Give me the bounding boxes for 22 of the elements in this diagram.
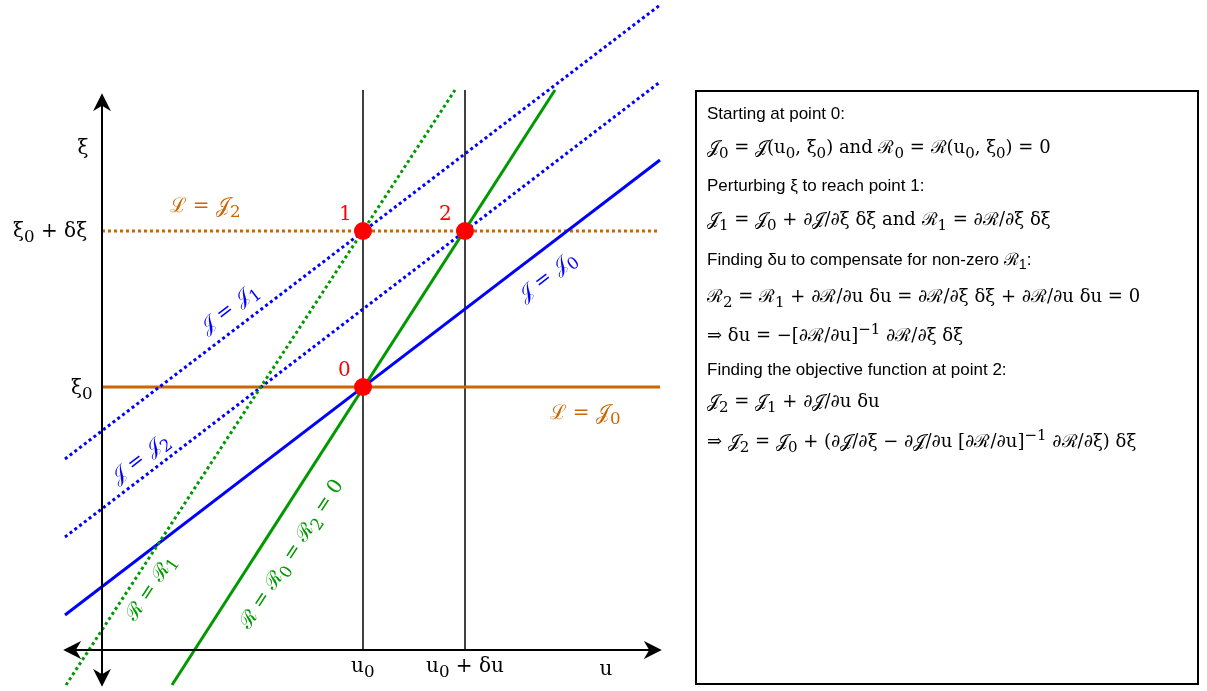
point-label: 2 [439,203,452,223]
heading-text: Finding the objective function at point 2: [707,360,1008,381]
line-label: ℒ = 𝒥$_{0}$ [549,402,621,428]
point-label: 1 [339,203,352,223]
heading-text: Perturbing ξ to reach point 1: [707,175,926,196]
tick-label: u$_{0}$ [351,655,375,681]
equation: 𝒥$_{0}$ = 𝒥(u$_{0}$, ξ$_{0}$) and ℛ$_{0}$ = ℛ(u$_{0}$, ξ$_{0}$) = 0 [707,135,1052,162]
tick-label: ξ$_{0}$ [71,377,93,403]
axis-label: u [599,658,613,678]
heading-text: Starting at point 0: [707,104,846,124]
axis-label: ξ [77,137,89,157]
equation: 𝒥$_{2}$ = 𝒥$_{1}$ + ∂𝒥/∂u δu [707,390,881,416]
equation: 𝒥$_{1}$ = 𝒥$_{0}$ + ∂𝒥/∂ξ δξ and ℛ$_{1}$ = ∂ℛ/∂ξ δξ [707,206,1052,234]
tick-label: u$_{0}$ + δu [426,655,504,681]
equation: ⇒ 𝒥$_{2}$ = 𝒥$_{0}$ + (∂𝒥/∂ξ − ∂𝒥/∂u [∂ℛ/∂u]$^{−1}$ ∂ℛ/∂ξ) δξ [707,425,1138,456]
point-label: 0 [338,359,351,379]
equation: ⇒ δu = −[∂ℛ/∂u]$^{−1}$ ∂ℛ/∂ξ δξ [707,320,965,347]
line-label: ℒ = 𝒥$_{2}$ [169,195,241,221]
text-panel [695,90,1199,685]
equation: ℛ$_{2}$ = ℛ$_{1}$ + ∂ℛ/∂u δu = ∂ℛ/∂ξ δξ + ∂ℛ/∂u δu = 0 [707,283,1142,311]
heading-text: Finding δu to compensate for non-zero ℛ$_{1}$: [707,249,1033,273]
tick-label: ξ$_{0}$ + δξ [13,220,88,246]
